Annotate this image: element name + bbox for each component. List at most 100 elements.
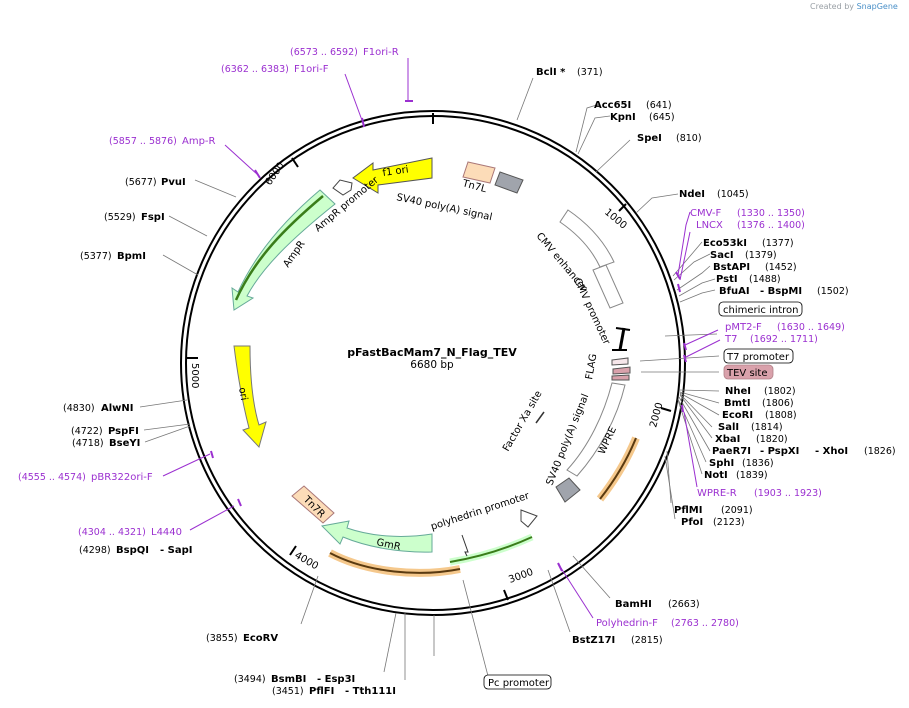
site-bmti: BmtI	[724, 398, 751, 409]
plasmid-length: 6680 bp	[410, 359, 454, 371]
site-bmti-pos: (1806)	[762, 398, 794, 409]
site-ecorv: EcoRV	[243, 633, 278, 644]
site-bsmbi-pos: (3494)	[234, 674, 266, 685]
primer-lncx-pos: (1376 .. 1400)	[737, 220, 805, 231]
site-bpmi-pos: (5377)	[80, 251, 112, 262]
t7-promoter-box	[723, 348, 794, 364]
backbone-outer	[180, 110, 686, 616]
polyhedrin-promoter-label: polyhedrin promoter	[430, 490, 532, 533]
ori-arrow	[233, 345, 267, 448]
primer-pmt2-f: pMT2-F	[725, 322, 762, 333]
sv40-polya-top-box	[494, 171, 524, 194]
site-ecorv-pos: (3855)	[206, 633, 238, 644]
primer-pbr322ori-f-pos: (4555 .. 4574)	[18, 472, 86, 483]
site-xhoi: - XhoI	[815, 446, 848, 457]
site-ecori: EcoRI	[722, 410, 753, 421]
tick-1000: 1000	[602, 207, 629, 232]
site-bspmi: - BspMI	[760, 286, 802, 297]
ampr-promoter-arrow	[332, 179, 353, 196]
site-bseyi-pos: (4718)	[72, 438, 104, 449]
wpre-orf-line	[599, 437, 637, 500]
wpre-arrow	[566, 382, 626, 477]
primer-lncx: LNCX	[696, 220, 723, 231]
primer-t7: T7	[724, 334, 737, 345]
site-bstz17i-pos: (2815)	[631, 635, 663, 646]
site-pvui: PvuI	[161, 177, 186, 188]
site-bstapi-pos: (1452)	[765, 262, 797, 273]
t7-promoter-label: T7 promoter	[726, 352, 790, 363]
sv40-polya-top-label: SV40 poly(A) signal	[395, 192, 493, 223]
sv40-polya-lower-label: SV40 poly(A) signal	[545, 392, 592, 487]
f1-ori-arrow	[352, 157, 433, 194]
cmv-enhancer-arrow	[559, 209, 615, 268]
site-fspi-pos: (5529)	[104, 212, 136, 223]
gmr-orf-line	[329, 552, 461, 574]
polyhedrin-green-track	[449, 533, 534, 566]
site-pspxi: - PspXI	[760, 446, 799, 457]
chimeric-intron-glyph	[618, 327, 626, 351]
sv40-polya-lower-box	[555, 477, 581, 503]
site-pfoi: PfoI	[681, 517, 703, 528]
tev-site-label: TEV site	[726, 368, 768, 379]
site-saci: SacI	[710, 250, 734, 261]
sites-left: (5677) PvuI (5529) FspI (5377) BpmI (483…	[63, 177, 396, 697]
site-esp3i: - Esp3I	[317, 674, 355, 685]
primer-polyhedrin-f-pos: (2763 .. 2780)	[671, 618, 739, 629]
site-alwni-pos: (4830)	[63, 403, 95, 414]
site-saci-pos: (1379)	[745, 250, 777, 261]
site-pspfi: PspFI	[108, 426, 139, 437]
primer-f1ori-f-pos: (6362 .. 6383)	[221, 64, 289, 75]
site-sphi-pos: (1836)	[742, 458, 774, 469]
site-kpni: KpnI	[610, 112, 636, 123]
site-ecori-pos: (1808)	[765, 410, 797, 421]
tev-site-box	[723, 364, 774, 380]
site-noti: NotI	[704, 470, 728, 481]
site-fspi: FspI	[141, 212, 165, 223]
site-bspqi-pos: (4298)	[79, 545, 111, 556]
boxed-labels: chimeric intron T7 promoter TEV site Pc …	[483, 301, 803, 690]
tn7r-box	[291, 485, 335, 524]
f1-ori-label: f1 ori	[382, 164, 409, 179]
tev-glyph-2	[611, 374, 630, 381]
plasmid-name: pFastBacMam7_N_Flag_TEV	[347, 346, 517, 359]
site-sphi: SphI	[709, 458, 734, 469]
chimeric-intron-label: chimeric intron	[723, 305, 798, 316]
site-bspqi: BspQI	[116, 545, 149, 556]
primer-labels: (6573 .. 6592) F1ori-R (6362 .. 6383) F1…	[18, 47, 845, 629]
site-sali: SalI	[718, 422, 739, 433]
site-bcli-pos: (371)	[577, 67, 603, 78]
polyhedrin-promoter-arrow	[520, 509, 538, 528]
site-acc65i: Acc65I	[594, 100, 631, 111]
primer-polyhedrin-f: Polyhedrin-F	[596, 618, 658, 629]
site-nhei: NheI	[725, 386, 751, 397]
site-pfoi-pos: (2123)	[713, 517, 745, 528]
site-sapi: - SapI	[160, 545, 192, 556]
primer-amp-r-pos: (5857 .. 5876)	[109, 136, 177, 147]
chimeric-intron-box	[718, 301, 803, 317]
polyhedrin-green-line	[449, 536, 533, 563]
tick-5000: 5000	[189, 363, 200, 388]
site-paer7i: PaeR7I	[712, 446, 751, 457]
pc-promoter-glyph	[461, 534, 469, 557]
site-pflfi: PflFI	[309, 686, 334, 697]
tick-2000: 2000	[648, 401, 665, 428]
primer-marks	[210, 100, 687, 572]
primer-l4440: L4440	[151, 527, 182, 538]
gmr-orf-track	[328, 549, 461, 577]
site-bfuai-pos: (1502)	[817, 286, 849, 297]
site-nhei-pos: (1802)	[764, 386, 796, 397]
site-bamhi-pos: (2663)	[668, 599, 700, 610]
pc-promoter-box	[483, 674, 552, 690]
primer-f1ori-r: F1ori-R	[363, 47, 399, 58]
primer-wpre-r-pos: (1903 .. 1923)	[754, 488, 822, 499]
site-bsmbi: BsmBI	[271, 674, 306, 685]
site-ndei: NdeI	[679, 189, 705, 200]
sites-right: BclI * (371) Acc65I (641) KpnI (645) Spe…	[536, 67, 896, 646]
site-kpni-pos: (645)	[649, 112, 675, 123]
primer-cmv-f-pos: (1330 .. 1350)	[737, 208, 805, 219]
site-eco53ki-pos: (1377)	[762, 238, 794, 249]
primer-pbr322ori-f: pBR322ori-F	[91, 472, 153, 483]
tick-marks	[187, 113, 672, 601]
primer-cmv-f: CMV-F	[690, 208, 721, 219]
